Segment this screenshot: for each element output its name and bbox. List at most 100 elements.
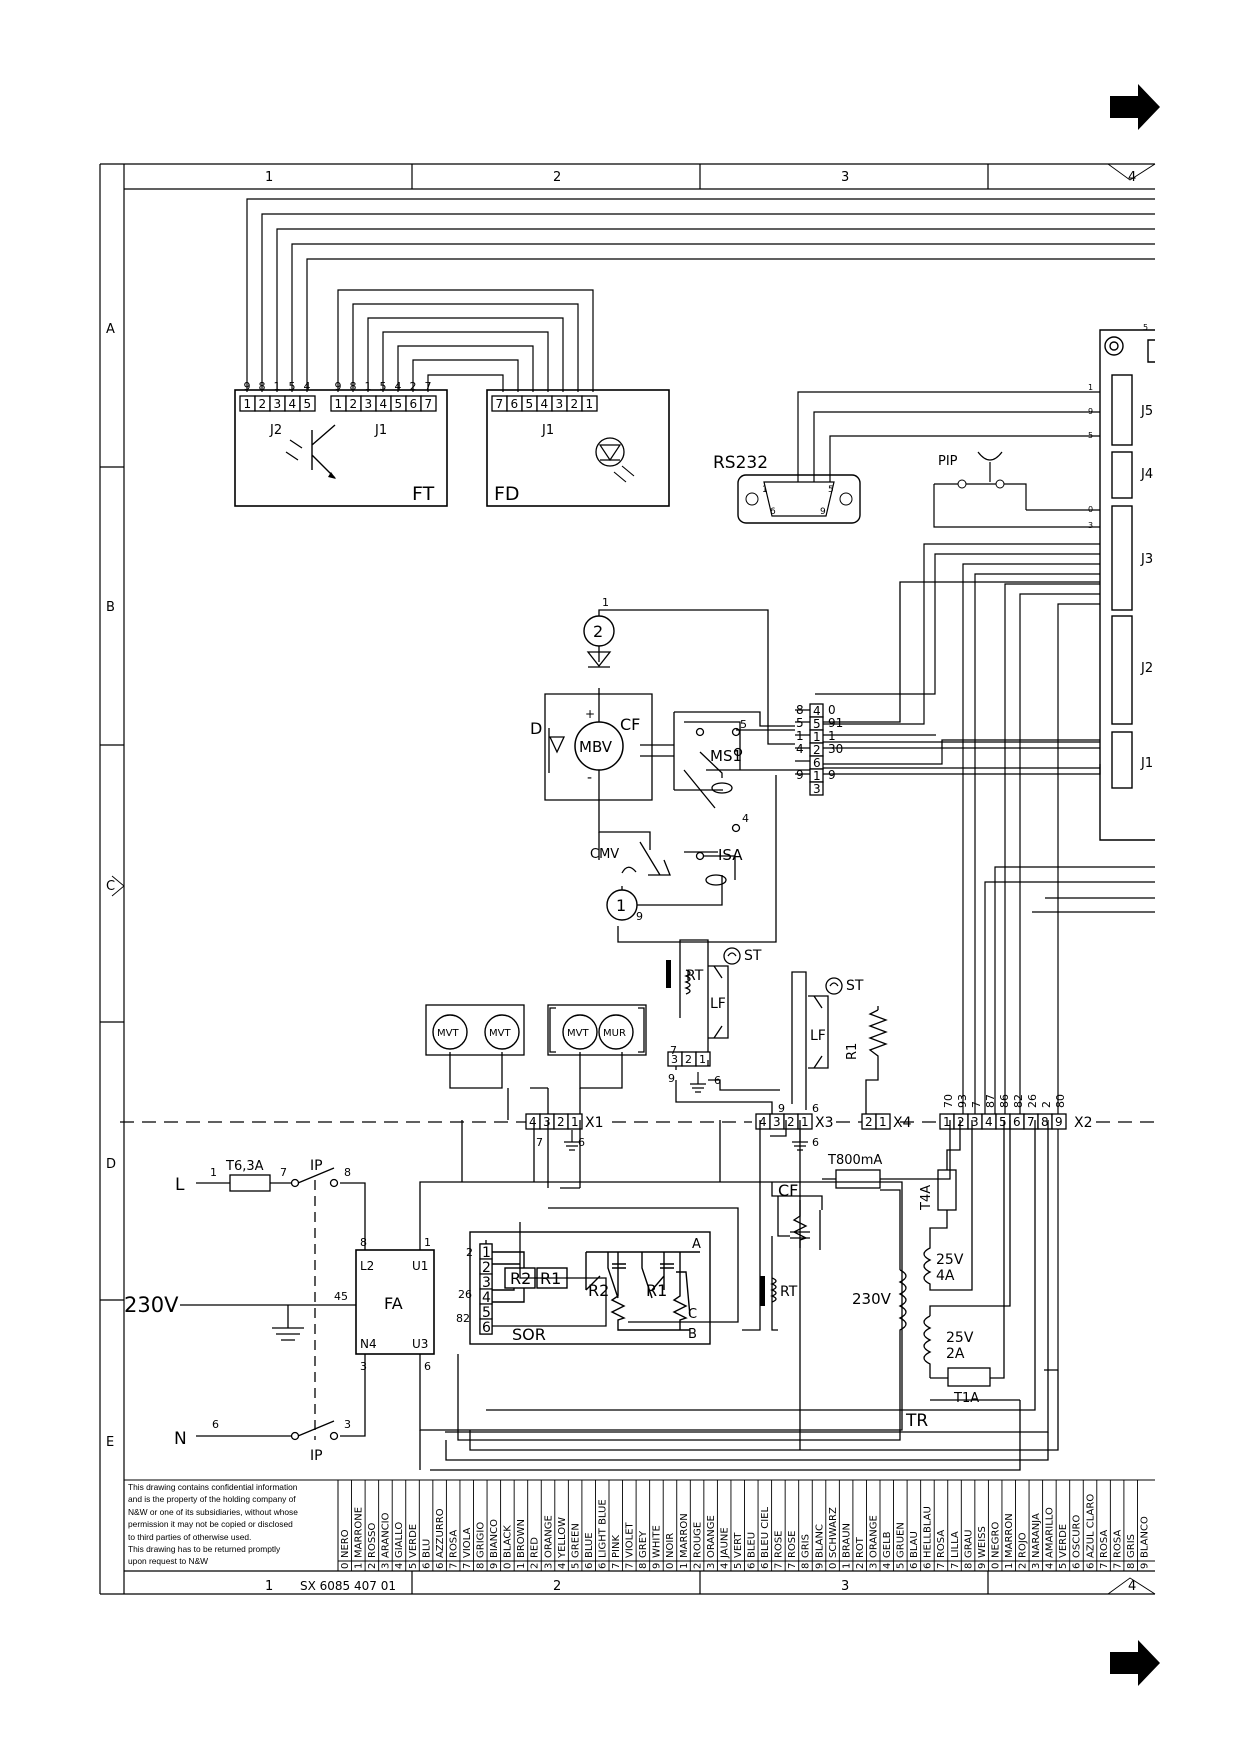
sor-relay-r1: R1 — [540, 1269, 561, 1288]
legend-color-code: 3 — [868, 1563, 879, 1569]
mur-valve: MUR — [598, 1014, 634, 1050]
legend-color-code: 8 — [801, 1563, 812, 1569]
ft-j1-top-pin: 9 — [335, 380, 342, 393]
mbv-motor: MBV + - — [574, 707, 624, 786]
wire-number: 7 — [536, 1136, 543, 1149]
sor-triac-r1-label: R1 — [646, 1281, 667, 1300]
legend-color-code: 6 — [1072, 1563, 1083, 1569]
switch-block-right-label: 9 — [828, 768, 836, 782]
ft-j2-pin: 4 — [289, 397, 297, 411]
switch-block-pin-box — [809, 781, 824, 796]
valve-group — [425, 1004, 647, 1120]
note-line: and is the property of the holding compa… — [128, 1494, 296, 1505]
legend-color-code: 9 — [489, 1563, 500, 1569]
ft-j2-pin: 1 — [244, 397, 252, 411]
ft-j2-label: J2 — [269, 423, 282, 438]
legend-color-code: 1 — [679, 1563, 690, 1569]
lower-bus-wires — [419, 1370, 1059, 1471]
sor-label: SOR — [512, 1325, 546, 1344]
top-harness — [246, 198, 1155, 392]
legend-color-name: NERO — [340, 1529, 351, 1558]
x2-pin: 7 — [1027, 1115, 1035, 1129]
legend-color-name: ROSA — [448, 1530, 459, 1558]
legend-color-code: 0 — [828, 1563, 839, 1569]
x2-pin: 3 — [971, 1115, 979, 1129]
rs232-pin-1: 1 — [762, 485, 768, 495]
legend-color-name: MARRON — [1004, 1513, 1015, 1558]
ft-j2-pin-box — [299, 395, 316, 412]
wire-number: 26 — [458, 1288, 472, 1301]
ft-j1-pin: 4 — [380, 397, 388, 411]
x2-pin: 6 — [1013, 1115, 1021, 1129]
rt-label-bottom: RT — [780, 1284, 798, 1300]
ft-j1-top-pin: 7 — [425, 380, 432, 393]
switch-block-pin: 3 — [813, 782, 821, 796]
next-page-arrow-bottom[interactable] — [1110, 1640, 1160, 1686]
fd-j1-pin: 4 — [541, 397, 549, 411]
fd-j1-pin: 2 — [571, 397, 579, 411]
x3-label: X3 — [815, 1115, 834, 1131]
secondary-25v-2a-voltage: 25V — [946, 1330, 974, 1346]
wire-number: 3 — [344, 1418, 351, 1431]
legend-color-code: 6 — [597, 1563, 608, 1569]
legend-color-code: 1 — [516, 1563, 527, 1569]
ft-j2-top-pin: 8 — [259, 380, 266, 393]
legend-color-code: 7 — [936, 1563, 947, 1569]
ft-j1-pin: 1 — [335, 397, 343, 411]
x2-pin: 4 — [985, 1115, 993, 1129]
column-label-2: 2 — [553, 170, 561, 185]
legend-color-name: ROSA — [936, 1530, 947, 1558]
legend-color-name: ROSE — [774, 1531, 785, 1559]
ft-j1-top-pin: 1 — [365, 380, 372, 393]
switch-block-left-label: 5 — [796, 716, 804, 730]
fa-term-n4: N4 — [360, 1337, 377, 1351]
note-line: N&W or one of its subsidiaries, without … — [128, 1506, 298, 1517]
legend-color-name: LIGHT BLUE — [597, 1499, 608, 1558]
j3-harness — [815, 543, 1155, 1370]
legend-color-code: 3 — [543, 1563, 554, 1569]
st-label: ST — [744, 948, 762, 964]
legend-color-code: 5 — [408, 1563, 419, 1569]
legend-color-name: GREEN — [570, 1523, 581, 1558]
switch-block-pin: 2 — [813, 743, 821, 757]
switch-block-pin: 1 — [813, 730, 821, 744]
sor-pin: 6 — [482, 1320, 491, 1336]
switch-block-right-label: 30 — [828, 742, 843, 756]
legend-color-name: ORANGE — [543, 1515, 554, 1558]
mbv-label: MBV — [579, 738, 613, 756]
x2-pin: 8 — [1041, 1115, 1049, 1129]
x2-pin: 2 — [957, 1115, 965, 1129]
mvt-valve-3: MVT — [562, 1014, 598, 1050]
wire-number: 45 — [334, 1290, 348, 1303]
column-label-4-bottom: 4 — [1128, 1579, 1136, 1594]
board-pin-label: 3 — [1088, 521, 1093, 530]
ft-j1-pin: 7 — [425, 397, 433, 411]
legend-color-code: 6 — [760, 1563, 771, 1569]
legend-color-code: 7 — [950, 1563, 961, 1569]
wire-number: 2 — [466, 1246, 473, 1259]
ft-j1-top-pin: 4 — [395, 380, 402, 393]
wire-number: 9 — [668, 1072, 675, 1085]
isa-label: ISA — [718, 846, 743, 864]
rt-block-pin-box — [695, 1051, 711, 1067]
connector-j3-label: J3 — [1140, 552, 1153, 567]
x1-pin: 4 — [529, 1115, 537, 1129]
ft-j2-top-pin: 4 — [304, 380, 311, 393]
legend-color-name: BLAU — [909, 1531, 920, 1558]
legend-color-code: 0 — [990, 1563, 1001, 1569]
ft-j2-pin: 3 — [274, 397, 282, 411]
connector-j4-label: J4 — [1140, 467, 1153, 482]
switch-block-pin: 5 — [813, 717, 821, 731]
connector-j2-label: J2 — [1140, 661, 1153, 676]
capacitor-label: CF — [620, 715, 640, 734]
legend-color-name: MARRON — [679, 1513, 690, 1558]
next-page-arrow[interactable] — [1110, 84, 1160, 130]
legend-color-name: AMARILLO — [1045, 1507, 1056, 1558]
ms1-switch — [695, 727, 743, 794]
fd-j1-pin: 3 — [556, 397, 564, 411]
